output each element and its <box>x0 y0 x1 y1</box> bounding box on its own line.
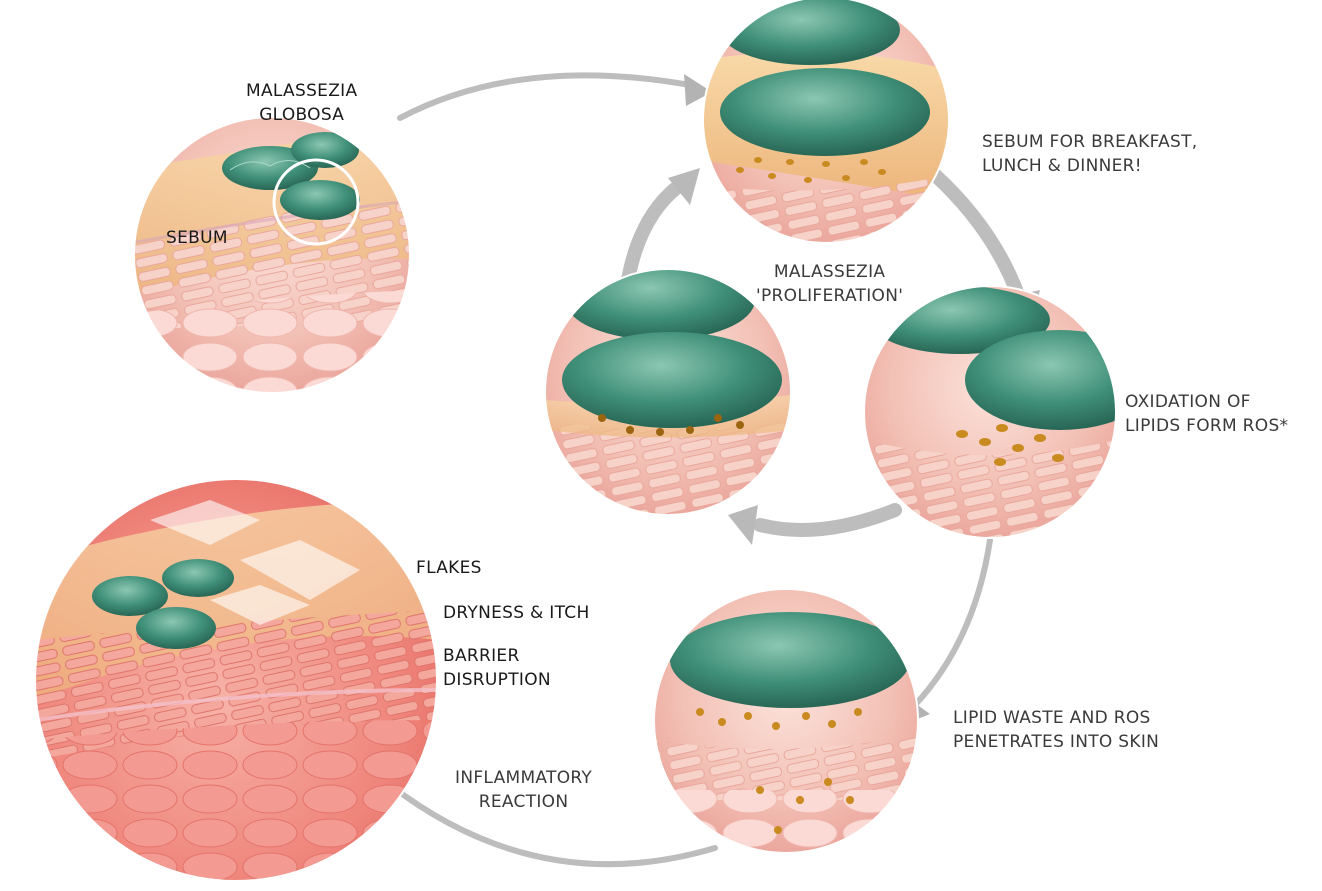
arrow-right-to-left-icon <box>760 510 895 530</box>
label-barrier-disruption: BARRIER DISRUPTION <box>443 644 551 692</box>
circle-oxidation <box>864 286 1155 540</box>
circle-proliferation <box>545 260 791 520</box>
label-sebum: SEBUM <box>166 226 228 250</box>
label-malassezia-globosa: MALASSEZIA GLOBOSA <box>246 79 357 127</box>
arrow-to-top-icon <box>400 75 690 118</box>
circle-malassezia-globosa <box>120 117 420 400</box>
circle-barrier-disruption <box>35 479 440 890</box>
label-oxidation: OXIDATION OF LIPIDS FORM ROS* <box>1125 390 1288 438</box>
label-sebum-for-breakfast: SEBUM FOR BREAKFAST, LUNCH & DINNER! <box>982 130 1198 178</box>
circle-sebum-feeding <box>700 0 950 250</box>
arrow-left-to-top-icon <box>628 185 680 280</box>
arrow-right-to-bottom-icon <box>915 540 990 705</box>
circle-penetration <box>654 589 918 860</box>
label-malassezia-proliferation: MALASSEZIA 'PROLIFERATION' <box>756 260 903 308</box>
label-flakes: FLAKES <box>416 556 482 580</box>
label-dryness-itch: DRYNESS & ITCH <box>443 601 590 625</box>
label-lipid-waste: LIPID WASTE AND ROS PENETRATES INTO SKIN <box>953 706 1159 754</box>
label-inflammatory-reaction: INFLAMMATORY REACTION <box>455 766 592 814</box>
arrow-top-to-right-icon <box>935 175 1020 300</box>
